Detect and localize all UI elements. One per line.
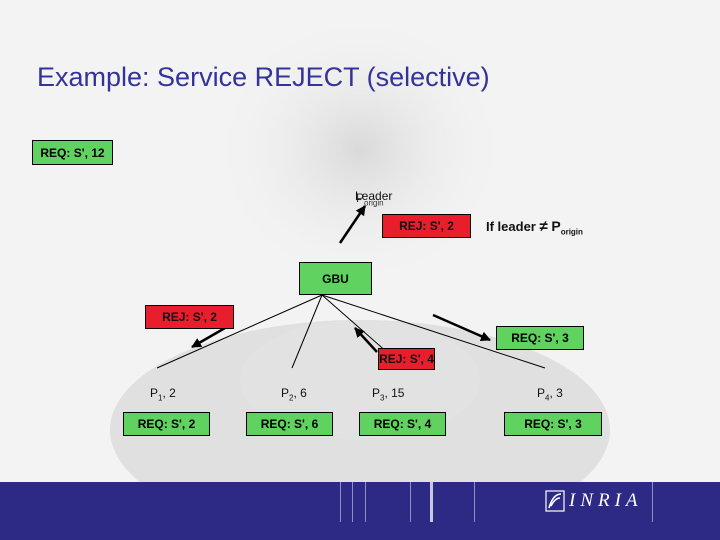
- arrow-to-p4: [432, 313, 491, 342]
- not-equal-symbol: ≠: [539, 218, 548, 235]
- request-box-p1: REQ: S', 2: [123, 412, 210, 436]
- inria-logo-icon: [545, 490, 565, 512]
- p4-sub: 4: [545, 393, 550, 403]
- p3-sub: 3: [380, 393, 385, 403]
- edge-gbu-p2: [291, 294, 323, 369]
- p1-sub: 1: [158, 393, 163, 403]
- p3-rest: , 15: [384, 386, 405, 400]
- p1-p: P: [150, 386, 159, 400]
- footer-stripe: [365, 482, 366, 522]
- footer-stripe: [410, 482, 411, 522]
- p1-label: P1, 2: [150, 386, 176, 402]
- request-box-p4: REQ: S', 3: [504, 412, 602, 436]
- arrow-gbu-to-leader: [338, 205, 367, 244]
- p4-rest: , 3: [549, 386, 563, 400]
- gbu-box: GBU: [299, 262, 372, 295]
- slide-title: Example: Service REJECT (selective): [37, 62, 490, 92]
- footer-stripe: [652, 482, 653, 522]
- p4-label: P4, 3: [537, 386, 563, 402]
- arrow-p3-to-gbu: [354, 327, 378, 353]
- condition-label: If leader ≠ Porigin: [486, 218, 583, 237]
- reject-box-top: REJ: S', 2: [382, 214, 471, 238]
- footer-stripe: [340, 482, 341, 522]
- request-box-top: REQ: S', 12: [32, 140, 113, 165]
- p2-sub: 2: [289, 393, 294, 403]
- reject-box-middle: REJ: S', 4: [378, 348, 435, 370]
- footer-stripe: [474, 482, 475, 522]
- request-box-p2: REQ: S', 6: [246, 412, 333, 436]
- p2-label: P2, 6: [281, 386, 307, 402]
- p-origin-sub: origin: [364, 198, 384, 208]
- footer-stripe: [430, 482, 433, 522]
- leader-text: Leader: [355, 189, 393, 203]
- inria-logo: INRIA: [545, 490, 643, 512]
- request-box-right: REQ: S', 3: [496, 326, 584, 350]
- request-box-p3: REQ: S', 4: [359, 412, 446, 436]
- footer-band: INRIA: [0, 482, 720, 540]
- condition-sub: origin: [560, 227, 583, 237]
- reject-box-left: REJ: S', 2: [145, 305, 234, 329]
- arrow-to-p1: [191, 326, 226, 349]
- p2-p: P: [281, 386, 290, 400]
- p4-p: P: [537, 386, 546, 400]
- p2-rest: , 6: [293, 386, 307, 400]
- p-origin-p: P: [356, 191, 365, 205]
- p1-rest: , 2: [162, 386, 176, 400]
- edge-gbu-p1: [156, 294, 323, 369]
- leader-label: Leader: [355, 189, 392, 203]
- edge-gbu-p4: [321, 294, 546, 369]
- condition-p: P: [551, 218, 561, 234]
- footer-stripe: [352, 482, 353, 522]
- message-arrows: [191, 205, 491, 353]
- condition-prefix: If leader: [486, 219, 536, 234]
- p3-label: P3, 15: [372, 386, 404, 402]
- p-origin-label: Porigin: [356, 191, 384, 207]
- p3-p: P: [372, 386, 381, 400]
- inria-logo-text: INRIA: [569, 490, 643, 511]
